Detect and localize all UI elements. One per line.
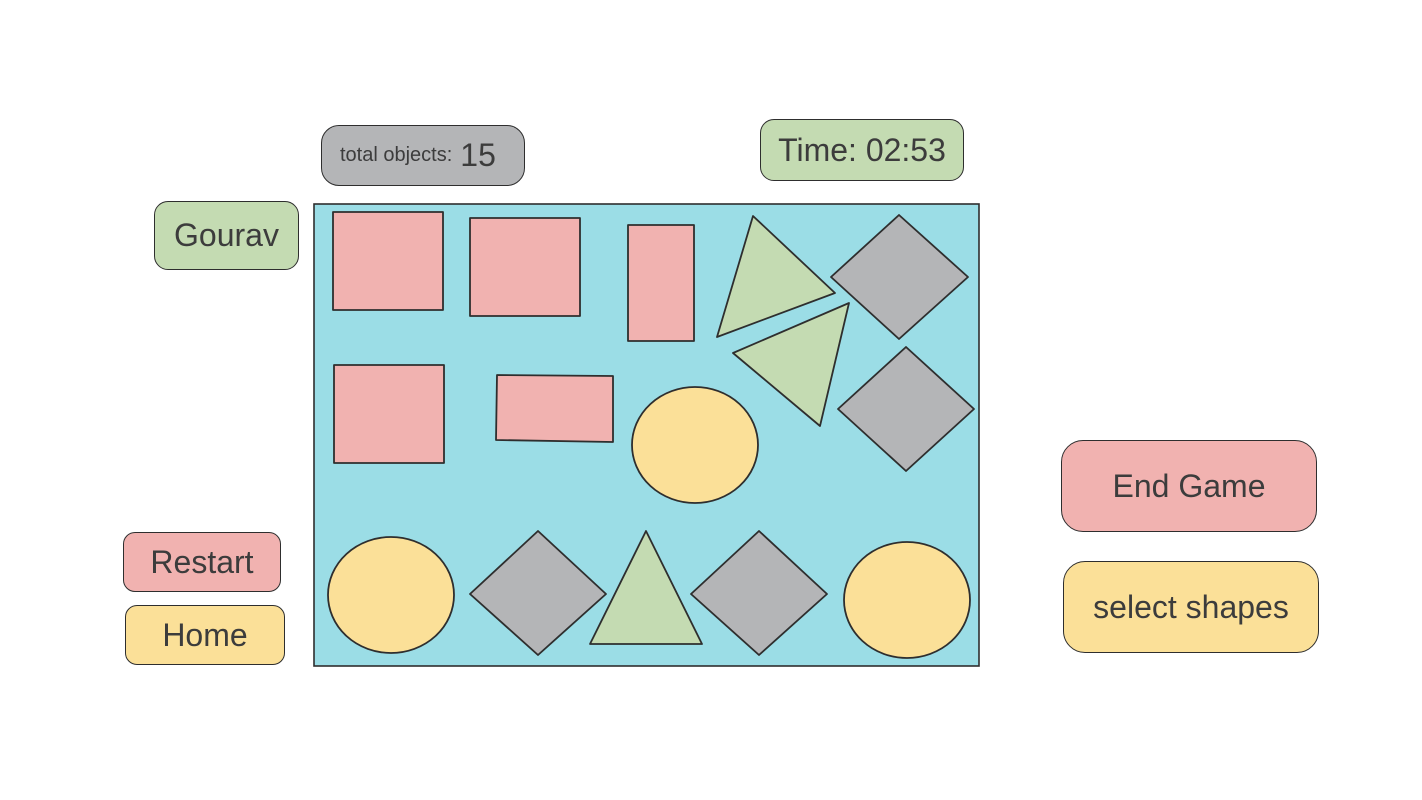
shape-diamond[interactable] (469, 530, 607, 656)
object-counter-value: 15 (460, 137, 496, 173)
shape-triangle[interactable] (716, 215, 836, 338)
timer-badge: Time: 02:53 (760, 119, 964, 181)
player-name: Gourav (174, 217, 279, 253)
shape-circle[interactable] (843, 541, 971, 659)
timer-text: Time: 02:53 (778, 131, 946, 168)
shape-diamond[interactable] (690, 530, 828, 656)
shape-diamond[interactable] (830, 214, 969, 340)
end-game-button-label: End Game (1112, 467, 1266, 504)
restart-button[interactable]: Restart (123, 532, 281, 592)
home-button-label: Home (162, 616, 248, 653)
select-shapes-button[interactable]: select shapes (1063, 561, 1319, 653)
end-game-button[interactable]: End Game (1061, 440, 1317, 532)
shape-square[interactable] (333, 364, 445, 464)
shape-circle[interactable] (631, 386, 759, 504)
shape-rectangle[interactable] (495, 374, 614, 443)
shape-square[interactable] (332, 211, 444, 311)
shape-triangle[interactable] (732, 302, 850, 427)
object-counter-label: total objects: (340, 144, 453, 166)
shape-diamond[interactable] (837, 346, 975, 472)
restart-button-label: Restart (150, 543, 254, 580)
object-counter: total objects: 15 (321, 125, 525, 186)
shape-square[interactable] (469, 217, 581, 317)
player-name-badge: Gourav (154, 201, 299, 270)
shape-layer (327, 211, 975, 659)
shape-rectangle[interactable] (627, 224, 695, 342)
home-button[interactable]: Home (125, 605, 285, 665)
select-shapes-button-label: select shapes (1093, 588, 1289, 625)
shape-triangle[interactable] (589, 530, 703, 645)
shape-circle[interactable] (327, 536, 455, 654)
